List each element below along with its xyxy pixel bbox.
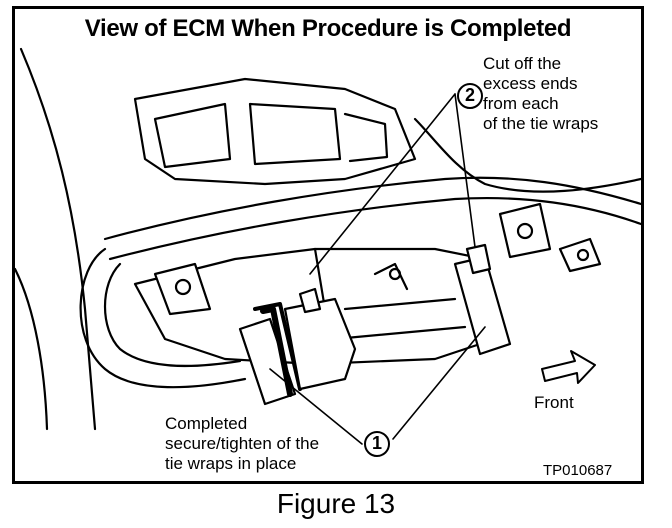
harness-loop — [79, 247, 247, 389]
callout-1-text: Completed secure/tighten of the tie wrap… — [165, 414, 320, 473]
left-panel-edge — [19, 47, 97, 431]
tie-wrap-left — [238, 302, 302, 406]
upper-harness — [103, 176, 641, 241]
callout-2-text: Cut off the excess ends from each of the… — [483, 54, 599, 133]
ecm-illustration — [15, 47, 641, 445]
connector-left — [283, 297, 357, 391]
callout-number-1: 1 — [364, 431, 390, 457]
leader-line-2b — [454, 93, 476, 248]
leader-line-2a — [309, 93, 456, 275]
figure-caption: Figure 13 — [276, 488, 396, 519]
figure-frame: View of ECM When Procedure is Completed … — [12, 6, 644, 484]
mount-tab-right — [498, 202, 552, 259]
leader-line-1a — [269, 368, 363, 445]
tie-wrap-right — [453, 243, 512, 356]
front-arrow — [541, 350, 596, 384]
left-panel-edge-2 — [15, 267, 49, 431]
figure-code: TP010687 — [543, 462, 613, 479]
figure-title: View of ECM When Procedure is Completed — [84, 15, 572, 42]
front-direction-label: Front — [534, 393, 574, 412]
mount-tab-left — [153, 262, 212, 316]
upper-bracket — [133, 77, 417, 186]
callout-number-2: 2 — [457, 83, 483, 109]
leader-line-1b — [392, 326, 486, 440]
